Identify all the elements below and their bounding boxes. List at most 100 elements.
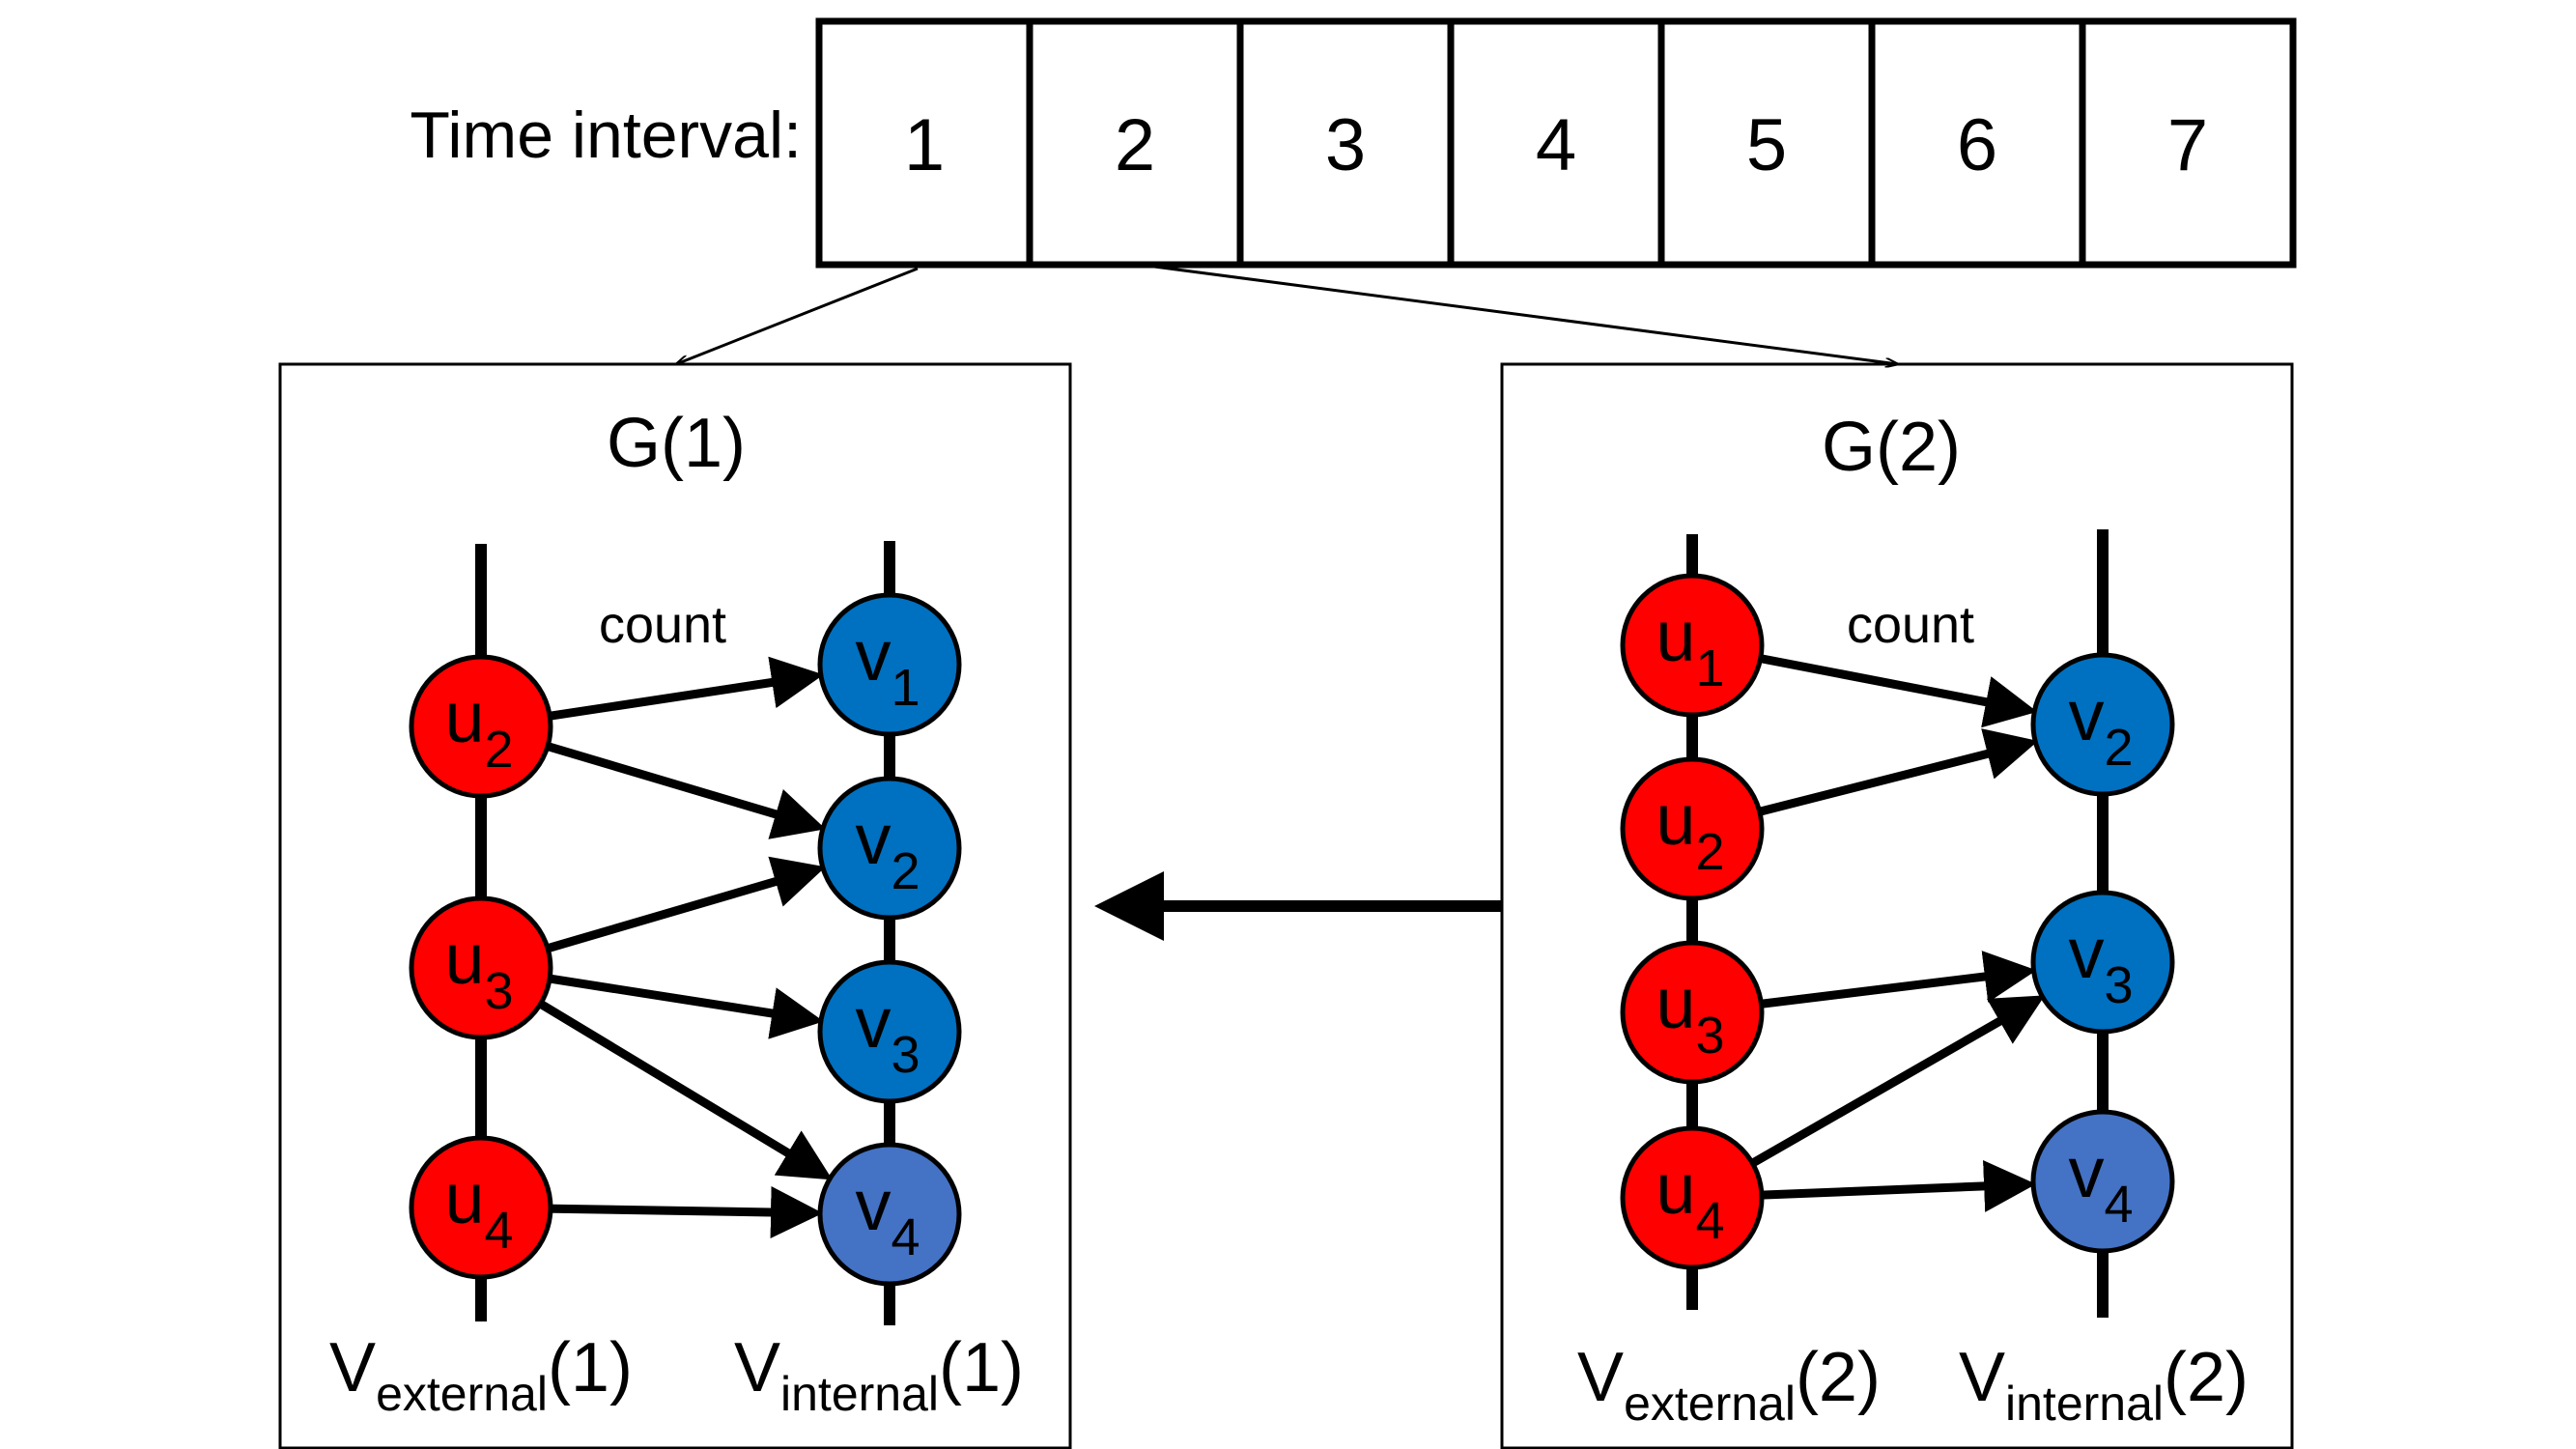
node-label-u4: u4 [1656,1149,1724,1250]
edge-label: count [1847,596,1974,654]
node-label-sub: 3 [485,962,514,1020]
edge-u2-v2 [1754,728,2039,817]
node-label-base: u [444,677,484,757]
edges-group [534,656,833,1238]
node-u3 [409,895,553,1040]
timeline-cell-label: 7 [2167,104,2208,186]
graph-panel-1-frame [278,362,1072,1449]
node-label-sub: 4 [2104,1176,2133,1234]
node-label-v3: v3 [855,982,920,1084]
timeline-cell-label: 3 [1325,104,1366,186]
node-label-sub: 3 [891,1026,920,1084]
node-label-sub: 3 [2104,956,2133,1014]
node-v1 [817,592,962,737]
node-u4 [409,1135,553,1280]
node-v3 [817,959,962,1104]
edge-u4-v4 [1757,1159,2037,1212]
timeline-cell-label: 6 [1957,104,1997,186]
internal-set-sub: internal [780,1367,939,1421]
internal-set-label: Vinternal(1) [734,1329,1024,1421]
node-v2 [2030,652,2175,797]
node-label-v3: v3 [2068,913,2133,1014]
node-label-base: u [444,1158,484,1238]
timeline-cell-label: 1 [904,104,945,186]
graph-panel-2-frame [1500,362,2294,1449]
node-v3 [2030,890,2175,1035]
edge-u3-v2 [542,856,826,954]
node-label-base: u [1656,963,1695,1043]
node-label-sub: 1 [1696,639,1725,697]
edge-u2-v2 [542,741,826,839]
edge-u1-v2 [1755,653,2038,728]
graph-title: G(1) [607,405,746,482]
edge-label: count [599,596,726,654]
external-set-sub: external [1624,1377,1796,1431]
node-label-base: v [2068,913,2104,993]
connector-interval-2 [1139,263,1898,364]
node-label-sub: 4 [1696,1192,1725,1250]
connector-interval-1 [676,267,919,364]
node-v4 [2030,1109,2175,1254]
timeline-cell-7 [2079,17,2297,269]
node-label-sub: 2 [485,721,514,779]
edge-u3-v3 [1756,951,2037,1009]
timeline-cell-label: 2 [1115,104,1155,186]
node-u2 [409,654,553,799]
node-label-base: v [855,615,891,696]
external-set-suffix: (1) [548,1329,633,1406]
node-label-sub: 2 [2104,719,2133,777]
edge-u2-v1 [545,656,824,722]
node-label-base: v [855,1165,891,1245]
external-set-suffix: (2) [1796,1339,1881,1416]
node-u3 [1620,940,1765,1085]
node-label-v1: v1 [855,615,920,717]
graph-title: G(2) [1822,409,1961,486]
node-label-sub: 2 [1696,823,1725,881]
node-label-u1: u1 [1656,596,1724,697]
edges-group [1746,653,2046,1212]
node-label-base: u [1656,1149,1695,1229]
node-label-sub: 2 [891,842,920,900]
node-label-v4: v4 [2068,1132,2133,1234]
timeline-label: Time interval: [410,99,802,172]
node-label-base: v [2068,1132,2104,1212]
node-label-v2: v2 [855,799,920,900]
timeline-cell-6 [1868,17,2086,269]
external-set-base: V [329,1329,376,1406]
node-label-sub: 3 [1696,1007,1725,1065]
edge-u4-v3 [1746,995,2046,1170]
node-label-u4: u4 [444,1158,513,1260]
node-u2 [1620,756,1765,901]
node-label-base: u [444,919,484,999]
node-label-sub: 4 [891,1208,920,1266]
internal-set-label: Vinternal(2) [1959,1339,2249,1431]
external-set-label: Vexternal(2) [1577,1339,1881,1431]
node-label-v4: v4 [855,1165,920,1266]
edge-u3-v4 [534,998,833,1180]
node-label-base: v [855,799,891,879]
node-label-base: v [2068,675,2104,755]
node-label-u3: u3 [1656,963,1724,1065]
internal-set-suffix: (2) [2164,1339,2249,1416]
node-label-u2: u2 [1656,780,1724,881]
internal-set-sub: internal [2005,1377,2164,1431]
edge-u4-v4 [546,1185,824,1238]
node-v2 [817,776,962,921]
internal-set-base: V [734,1329,780,1406]
node-label-sub: 1 [891,659,920,717]
timeline-cell-label: 5 [1746,104,1787,186]
external-set-sub: external [376,1367,548,1421]
internal-set-base: V [1959,1339,2005,1416]
timeline-cell-5 [1657,17,1876,269]
timeline-cell-1 [815,17,1033,269]
node-label-v2: v2 [2068,675,2133,777]
node-label-base: u [1656,596,1695,676]
node-label-base: u [1656,780,1695,860]
